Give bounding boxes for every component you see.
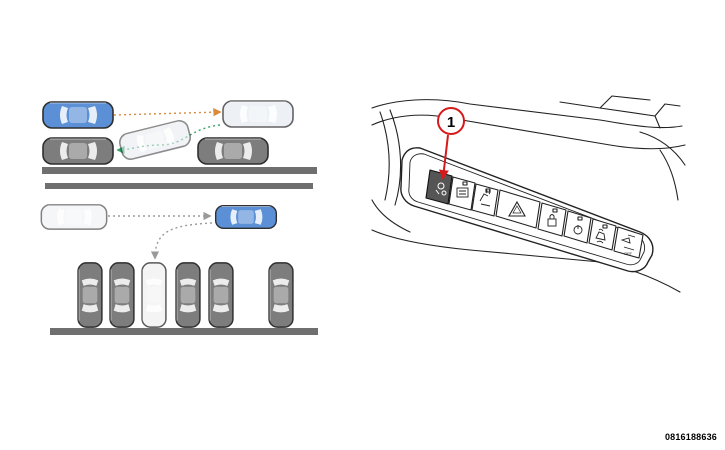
car-parked [77, 262, 103, 328]
car-parked-left [42, 137, 114, 165]
perpendicular-parking-scene [40, 204, 318, 335]
stability-off-icon [595, 228, 606, 244]
curb-line [42, 167, 317, 174]
seat-heat-icon [479, 188, 491, 207]
car-ghost-maneuver [117, 118, 193, 162]
car-parked [109, 262, 135, 328]
callout-arrow [438, 134, 449, 180]
parking-assist-button [425, 169, 453, 205]
car-parked [175, 262, 201, 328]
car-searching [214, 204, 278, 230]
callout-number: 1 [447, 114, 455, 131]
rear-defrost-icon [456, 187, 469, 198]
car-searching [42, 101, 114, 129]
hill-descent-icon: OFF [620, 234, 636, 256]
car-parked-right [197, 137, 269, 165]
car-ghost-parked [141, 262, 167, 328]
forward-path-arrow [113, 107, 222, 117]
car-parked [208, 262, 234, 328]
curb-line [45, 183, 313, 189]
reference-code: 0816188636 [664, 432, 717, 442]
power-icon [573, 225, 583, 235]
switch-bank-illustration [371, 95, 686, 293]
car-ghost-target [222, 100, 294, 128]
curb-line [50, 328, 318, 335]
reverse-into-bay-arrow [150, 222, 213, 260]
lock-icon [547, 214, 557, 227]
car-parked [268, 262, 294, 328]
car-ghost-start [40, 204, 108, 230]
hazard-triangle-icon [508, 200, 526, 217]
svg-text:OFF: OFF [624, 251, 633, 256]
parallel-parking-scene [42, 100, 317, 189]
parking-assist-icon [435, 182, 447, 196]
callout-marker: 1 [437, 107, 465, 180]
